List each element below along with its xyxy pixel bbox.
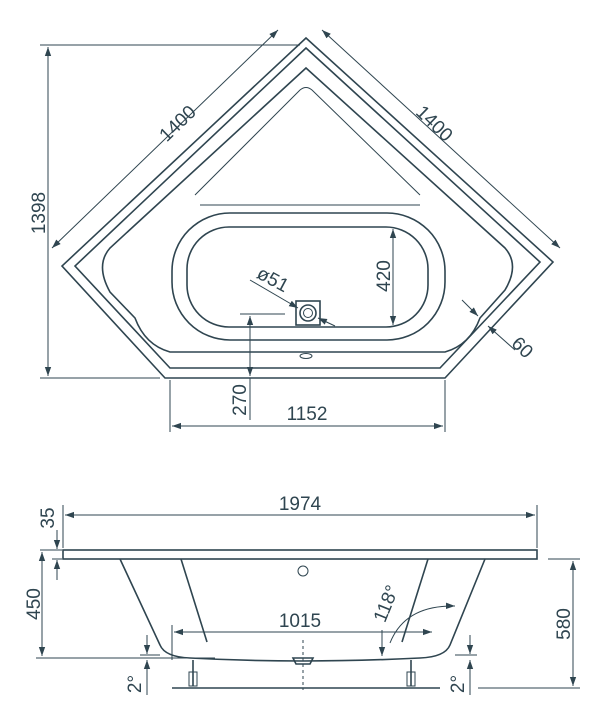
dim-total-height-label: 580 xyxy=(554,608,575,640)
seat-outline xyxy=(101,66,514,353)
dim-line-left-side xyxy=(51,29,279,249)
dim-left-side-label: 1400 xyxy=(156,102,201,146)
dim-basin-width-label: 420 xyxy=(374,260,395,292)
side-view: 1974 35 450 580 1015 118° 2° 2° xyxy=(24,494,580,695)
dim-line-drain xyxy=(249,279,299,309)
dim-front-width-label: 1152 xyxy=(287,404,328,425)
dim-slope-right-label: 2° xyxy=(448,675,469,693)
drain-outlet xyxy=(291,657,315,665)
dim-depth-label: 450 xyxy=(24,588,45,620)
dim-line-drain xyxy=(317,317,336,327)
dim-line-rim xyxy=(487,325,516,351)
seat-inner-line xyxy=(194,87,421,196)
basin-inner xyxy=(186,226,429,328)
dim-angle-label: 118° xyxy=(370,582,404,625)
side-rim xyxy=(62,549,538,560)
basin-outer xyxy=(171,212,446,341)
inner-rim-outline xyxy=(73,46,542,369)
overflow-hole xyxy=(299,353,313,359)
dim-line-right-side xyxy=(321,29,561,249)
overflow-hole xyxy=(297,565,309,577)
dim-height-label: 1398 xyxy=(29,192,50,234)
drain-icon xyxy=(295,300,321,326)
side-inner-line xyxy=(401,558,429,643)
support-legs xyxy=(172,660,440,689)
dim-rim-thickness-label: 35 xyxy=(38,507,59,528)
dim-bottom-length-label: 1015 xyxy=(279,611,321,632)
dim-drain-label: ø51 xyxy=(253,263,292,297)
top-view: 1398 1400 1400 420 ø51 270 1152 60 xyxy=(29,29,561,432)
side-inner-line xyxy=(180,558,208,643)
dim-arc-angle xyxy=(389,602,456,644)
dim-rim-label: 60 xyxy=(507,333,537,363)
dim-line-rim xyxy=(461,299,479,317)
dim-drain-offset-label: 270 xyxy=(230,384,251,416)
dim-total-length-label: 1974 xyxy=(279,494,322,515)
dim-slope-left-label: 2° xyxy=(125,675,146,693)
side-body-outline xyxy=(119,558,486,662)
